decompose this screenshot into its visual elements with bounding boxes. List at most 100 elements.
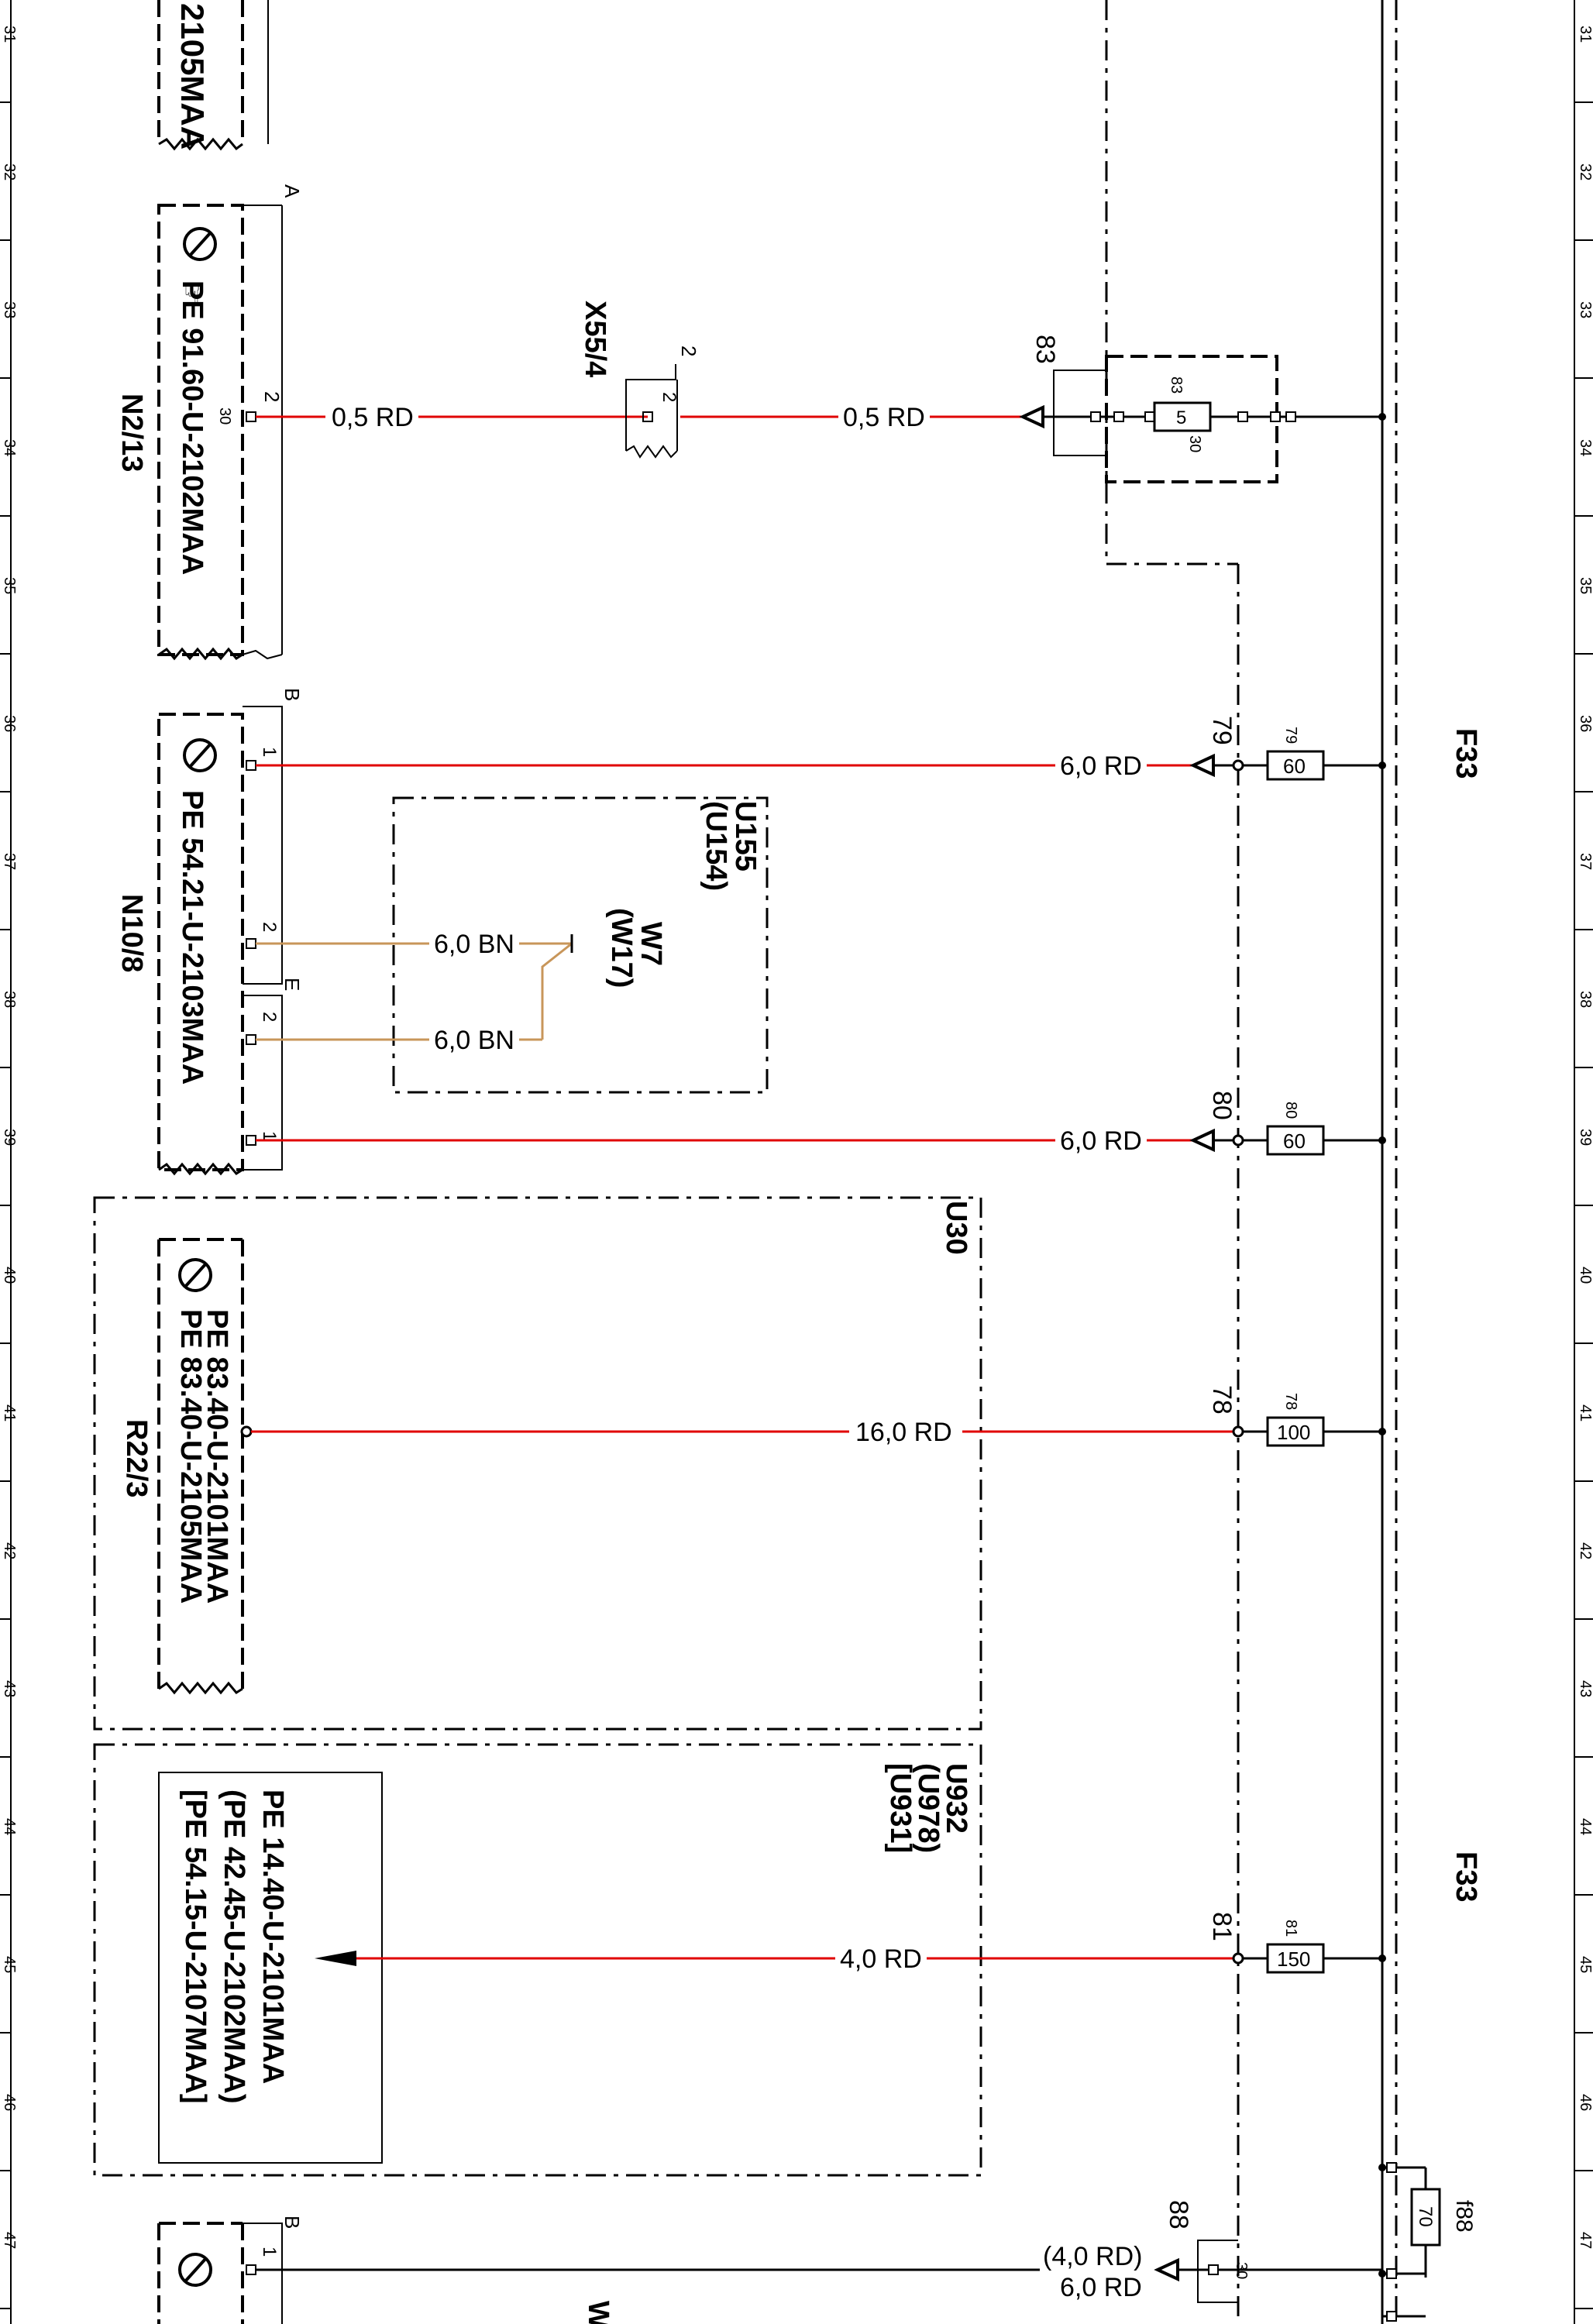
ruler-row-label: 47	[1577, 2232, 1593, 2249]
ruler-row-label: 45	[1, 1956, 18, 1973]
f33-label-upper: F33	[1450, 728, 1482, 779]
fuse-83-pin-id: 83	[1030, 335, 1060, 364]
connector-x55-4: 2 2 X55/4	[579, 301, 700, 459]
u154-label: (U154)	[700, 801, 732, 891]
n10-8-conn-e: E	[280, 978, 304, 991]
wire-80: 6,0 RD 80	[256, 1091, 1244, 1156]
fuse-80-pin-id: 80	[1207, 1091, 1237, 1120]
n10-8-pin-2: 2	[259, 922, 280, 932]
wire-88-label-a: (4,0 RD)	[1043, 2242, 1142, 2271]
ruler-row-label: 32	[1577, 163, 1593, 180]
fuse-81-pin-id: 81	[1207, 1912, 1237, 1941]
fuse-83-top-id: 83	[1168, 376, 1185, 394]
antenna-icon	[178, 1258, 212, 1292]
u931-label: [U931]	[884, 1763, 917, 1853]
ruler-row-label: 31	[1, 26, 18, 43]
ruler-row-label: 38	[1577, 991, 1593, 1008]
r22-3-pe-1: PE 83.40-U-2101MAA	[201, 1309, 233, 1604]
n2-13-connector-label: A	[280, 184, 304, 198]
u978-label: (U978)	[912, 1763, 944, 1853]
ruler-row-label: 43	[1, 1680, 18, 1697]
wire-88: B 1 (4,0 RD) 6,0 RD 88 30 W	[157, 2200, 1382, 2324]
fuse-79-top-id: 79	[1282, 727, 1299, 744]
wire-81-label: 4,0 RD	[840, 1944, 922, 1974]
fuse-79: 60 79	[1243, 727, 1386, 781]
n2-13-pin-2: 2	[260, 391, 284, 402]
fuse-81-top-id: 81	[1282, 1920, 1299, 1937]
ruler-row-label: 47	[1, 2232, 18, 2249]
ruler-row-label: 32	[1, 163, 18, 180]
group-u30: U30	[93, 1196, 982, 1731]
f88-label: f88	[1451, 2200, 1477, 2233]
bottom-module-code: W	[582, 2301, 614, 2324]
fuse-78-pin-id: 78	[1207, 1385, 1237, 1415]
antenna-icon	[183, 227, 217, 261]
n2-13-pe-label: PE 91.60-U-2102MAA	[176, 280, 208, 575]
ruler-row-label: 41	[1, 1404, 18, 1422]
fuse-f88: 70 f88	[1378, 2162, 1477, 2322]
n10-8-conn-b: B	[280, 688, 304, 701]
ruler-row-label: 40	[1, 1267, 18, 1284]
fuse-80-top-id: 80	[1282, 1102, 1299, 1119]
x55-4-code: X55/4	[579, 301, 611, 377]
fuse-78: 100 78	[1243, 1393, 1386, 1447]
wire-80-label: 6,0 RD	[1060, 1126, 1142, 1156]
r22-3-code: R22/3	[120, 1419, 153, 1497]
fuse-78-top-id: 78	[1282, 1393, 1299, 1410]
fuse-81: 150 81	[1243, 1920, 1386, 1974]
ruler-row-label: 39	[1577, 1129, 1593, 1146]
r22-3-pe-2: PE 83.40-U-2105MAA	[174, 1309, 207, 1604]
vertical-rails	[1105, 0, 1398, 2324]
arrow-icon	[315, 1951, 356, 1966]
ruler-row-label: 33	[1577, 301, 1593, 318]
top-cut-module-label: 2105MAA	[174, 3, 211, 150]
x55-4-pin-top: 2	[677, 346, 700, 356]
module-r22-3: PE 83.40-U-2101MAA PE 83.40-U-2105MAA R2…	[120, 1238, 253, 1695]
wire-78-label: 16,0 RD	[855, 1418, 952, 1447]
ruler-row-label: 39	[1, 1129, 18, 1146]
ruler-row-label: 41	[1577, 1404, 1593, 1422]
wire-88-label-b: 6,0 RD	[1060, 2273, 1142, 2302]
n10-8-pin-1b: 1	[259, 1131, 280, 1141]
n10-8-pin-1: 1	[259, 747, 280, 757]
group-u932: U932 (U978) [U931] PE 14.40-U-2101MAA (P…	[93, 1743, 982, 2177]
ruler-row-label: 43	[1577, 1680, 1593, 1697]
bottom-module-conn: B	[280, 2216, 304, 2229]
f33-label-lower: F33	[1450, 1851, 1482, 1902]
ruler-row-label: 40	[1577, 1267, 1593, 1284]
u932-label: U932	[940, 1763, 972, 1834]
w17-label: (W17)	[605, 908, 638, 988]
wire-83-label-left: 0,5 RD	[332, 403, 414, 432]
ruler-row-label: 36	[1, 715, 18, 732]
n2-13-pin-30: 30	[216, 407, 233, 425]
f88-rating: 70	[1415, 2206, 1436, 2227]
wire-83-label-right: 0,5 RD	[843, 403, 925, 432]
ruler-row-label: 42	[1, 1542, 18, 1559]
wire-81: 4,0 RD 81	[315, 1912, 1244, 1974]
fuse-79-rating: 60	[1283, 755, 1306, 778]
u932-pe-2: (PE 42.45-U-2102MAA)	[218, 1789, 250, 2103]
ruler-row-label: 34	[1, 439, 18, 456]
ruler-row-label: 34	[1577, 439, 1593, 456]
fuse-80-rating: 60	[1283, 1129, 1306, 1153]
fuse-83-rating: 5	[1176, 407, 1186, 428]
wire-w7	[256, 942, 573, 1041]
ruler-row-label: 31	[1577, 26, 1593, 43]
wire-78: 16,0 RD 78	[251, 1385, 1244, 1447]
fuse-80: 60 80	[1243, 1102, 1386, 1156]
n10-8-code: N10/8	[115, 894, 148, 972]
module-n2-13: A PE 91.60-U-2102MAA ☞ N2/13 30 2	[115, 184, 304, 661]
wire-79: 6,0 RD 79	[256, 716, 1244, 781]
ruler-row-label: 42	[1577, 1542, 1593, 1559]
bottom-module-pin: 1	[259, 2247, 280, 2257]
ruler-row-label: 46	[1, 2094, 18, 2111]
ruler-row-label: 46	[1577, 2094, 1593, 2111]
fuse-81-rating: 150	[1277, 1948, 1310, 1971]
module-top-cut: 2105MAA	[157, 0, 269, 151]
u155-label: U155	[729, 801, 762, 871]
fuse-83-group: 83 5 83 30	[1019, 335, 1386, 483]
antenna-icon	[178, 2253, 212, 2287]
ruler-row-label: 44	[1577, 1818, 1593, 1835]
ruler-row-label: 45	[1577, 1956, 1593, 1973]
